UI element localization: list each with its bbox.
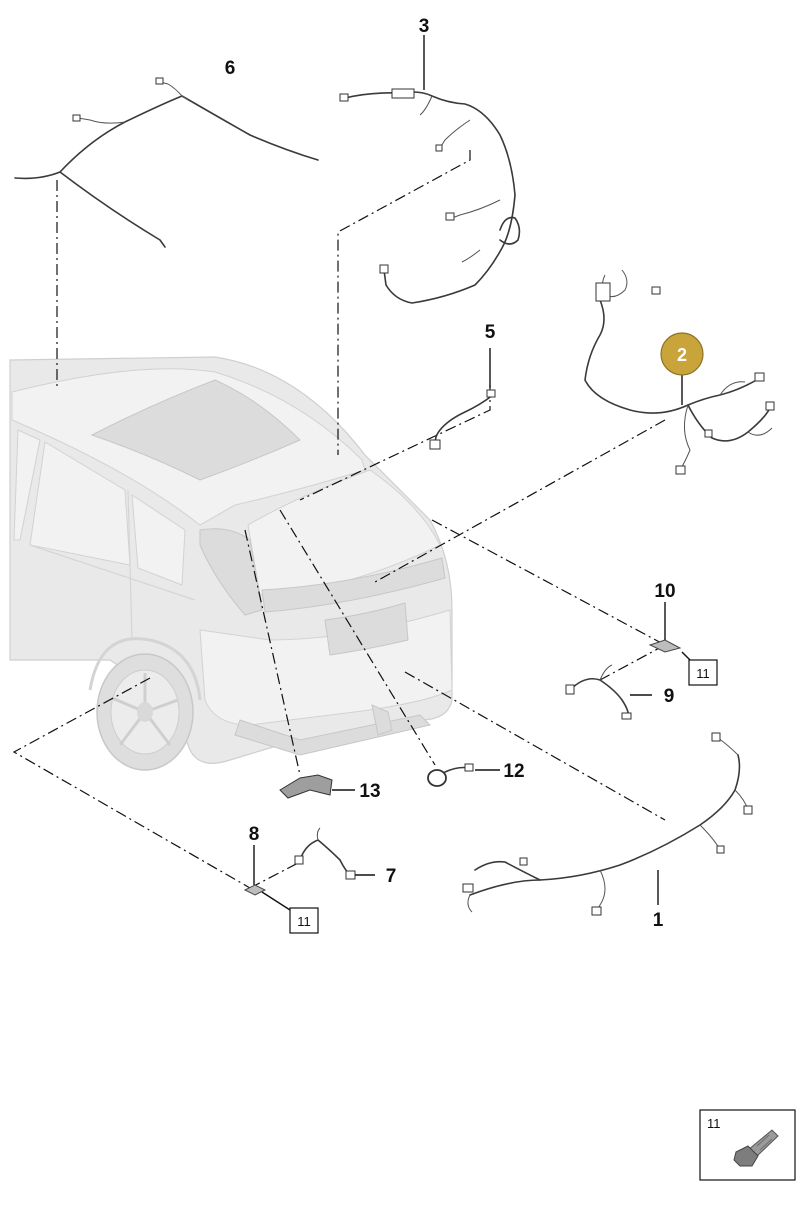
harness-12 xyxy=(427,763,500,787)
harness-5 xyxy=(429,348,496,450)
callout-8: 8 xyxy=(249,824,260,845)
harness-7 xyxy=(243,827,375,911)
callout-7: 7 xyxy=(386,866,397,887)
bracket-13 xyxy=(279,774,355,799)
harness-3 xyxy=(339,35,521,304)
callout-3: 3 xyxy=(419,16,430,37)
boxed-reference-upper: 11 xyxy=(688,659,718,686)
svg-text:11: 11 xyxy=(297,914,311,929)
callout-5: 5 xyxy=(485,322,496,343)
callout-13: 13 xyxy=(359,781,380,802)
callout-1: 1 xyxy=(653,910,664,931)
callout-12: 12 xyxy=(503,761,524,782)
svg-text:11: 11 xyxy=(696,666,710,681)
callout-9: 9 xyxy=(664,686,675,707)
harness-2 xyxy=(584,269,775,475)
boxed-reference-lower: 11 xyxy=(289,907,319,934)
harness-1 xyxy=(462,732,753,916)
callout-6: 6 xyxy=(225,58,236,79)
callout-2: 2 xyxy=(677,345,687,365)
harness-6 xyxy=(14,77,319,248)
highlight-badge xyxy=(660,332,704,376)
legend-box-11: 11 xyxy=(699,1109,796,1181)
vehicle-illustration xyxy=(9,356,453,771)
harness-9 xyxy=(565,602,691,720)
legend-label: 11 xyxy=(707,1116,721,1131)
bolt-icon xyxy=(733,1129,779,1167)
callout-labels: 1 2 3 5 6 7 8 9 10 12 13 xyxy=(225,16,704,931)
callout-10: 10 xyxy=(654,581,675,602)
